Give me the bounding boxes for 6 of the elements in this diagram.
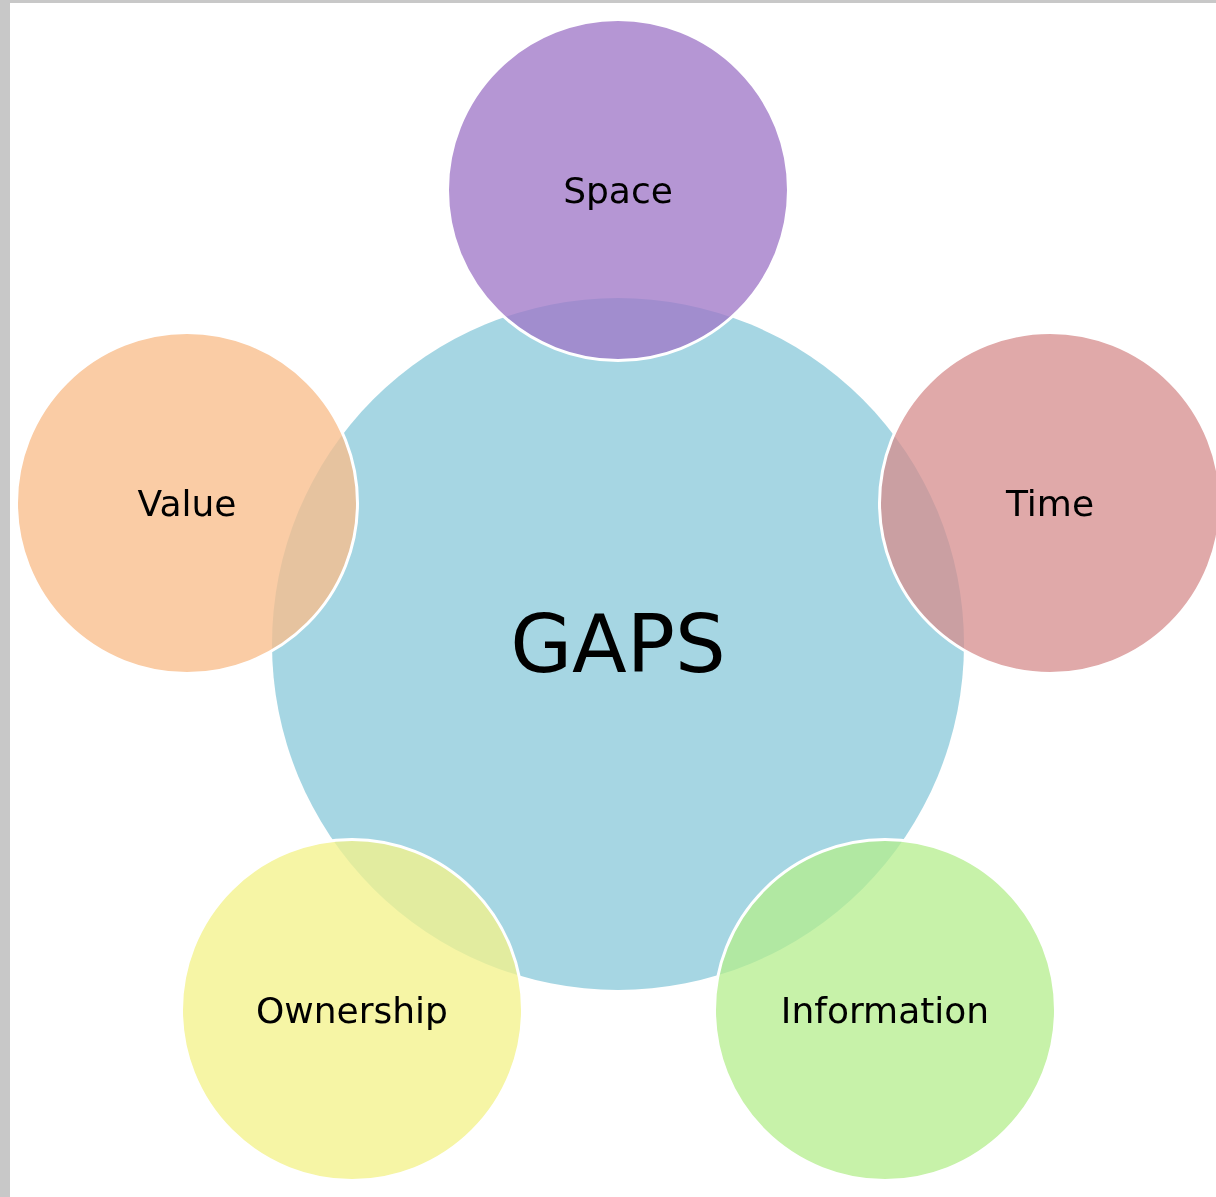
circle-label: Space (563, 169, 673, 211)
circle-label: Information (780, 989, 990, 1031)
circle-label: Value (137, 482, 237, 524)
circle-label: GAPS (510, 597, 726, 691)
circle-label: Ownership (256, 989, 448, 1031)
circle-label: Time (1005, 482, 1095, 524)
